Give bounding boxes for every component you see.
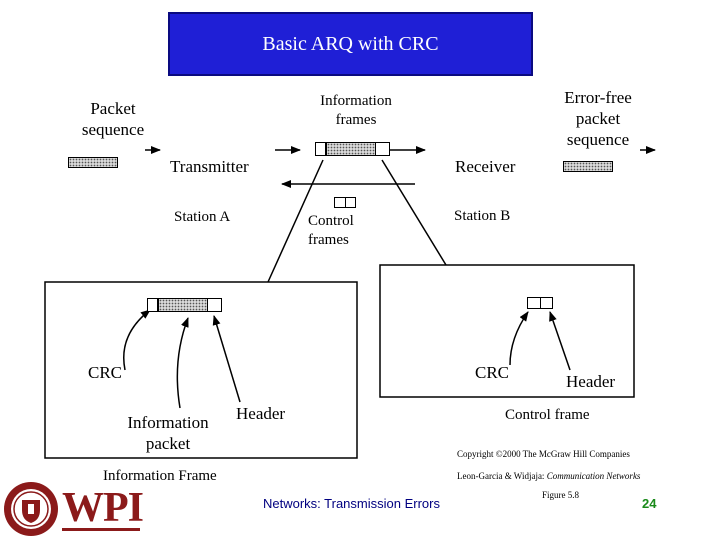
receiver-label: Receiver (455, 157, 516, 176)
information-frame-box (44, 281, 358, 459)
header-label-right: Header (566, 372, 616, 391)
zoom-line-left (267, 159, 324, 283)
header-pointer-right (549, 311, 571, 371)
course-title: Networks: Transmission Errors (263, 496, 440, 511)
crc-label-left: CRC (88, 363, 123, 382)
transmitter-label: Transmitter (170, 157, 249, 176)
control-frame-label: Control frame (505, 407, 590, 423)
crc-pointer-right (509, 311, 529, 366)
wpi-logo-text: WPI (62, 485, 144, 531)
info-frame-top (315, 142, 390, 156)
page-number: 24 (642, 496, 657, 511)
crc-pointer-left (123, 309, 151, 371)
book-title: Communication Networks (546, 471, 641, 481)
crc-label-right: CRC (475, 363, 510, 382)
packet-sequence-label: Packet sequence (81, 99, 145, 139)
zoom-line-right (381, 159, 447, 266)
authors-text: Leon-Garcia & Widjaja: Communication Net… (457, 471, 641, 481)
title-banner (168, 12, 533, 76)
output-packet (563, 161, 613, 172)
copyright-text: Copyright ©2000 The McGraw Hill Companie… (457, 449, 630, 459)
slide-title: Basic ARQ with CRC (262, 33, 439, 55)
control-frame-expanded (527, 297, 553, 309)
information-frames-label: Information frames (320, 93, 392, 128)
header-label-left: Header (236, 404, 286, 423)
input-packet (68, 157, 118, 168)
control-frames-label: Control frames (308, 213, 354, 248)
control-frame-box (379, 264, 635, 398)
figure-label: Figure 5.8 (542, 490, 579, 500)
station-b-label: Station B (454, 208, 511, 224)
information-packet-label: Information packet (127, 413, 209, 453)
info-packet-pointer (176, 317, 189, 409)
error-free-label: Error-free packet sequence (564, 88, 632, 149)
info-frame-expanded (147, 298, 222, 312)
station-a-label: Station A (174, 209, 231, 225)
wpi-seal-icon (4, 482, 58, 536)
information-frame-label: Information Frame (103, 468, 217, 484)
control-frame-top (334, 197, 356, 208)
wpi-logo-underline (62, 528, 140, 531)
header-pointer-left (212, 315, 241, 403)
